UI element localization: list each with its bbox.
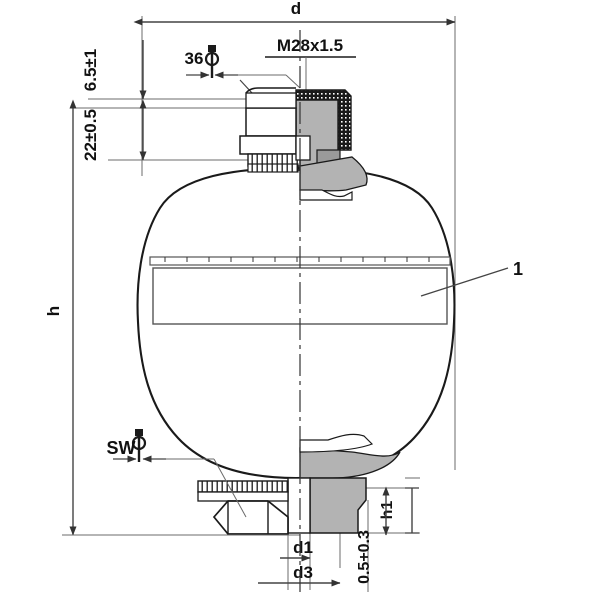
dimension-label-sw: SW bbox=[107, 438, 136, 458]
dimension-label-seat: 0.5+0.3 bbox=[356, 530, 373, 584]
dimension-label-h1: h1 bbox=[379, 501, 396, 520]
dimension-d1: d1 bbox=[280, 538, 313, 562]
dimension-label-36: 36 bbox=[185, 49, 204, 68]
label-plate-band: 1 bbox=[149, 256, 523, 325]
dimension-sw: SW bbox=[107, 429, 247, 518]
dimension-d3: d3 bbox=[258, 563, 341, 587]
dimension-label-6-5: 6.5±1 bbox=[81, 49, 100, 91]
dimension-label-22: 22±0.5 bbox=[81, 109, 100, 161]
dimension-d: d bbox=[133, 0, 456, 26]
dimension-label-d1: d1 bbox=[293, 538, 313, 557]
dimension-label-d: d bbox=[291, 0, 301, 18]
callout-thread-m28: M28x1.5 bbox=[265, 36, 356, 108]
bottom-port-assembly bbox=[62, 433, 401, 536]
gas-valve-assembly bbox=[239, 87, 352, 171]
upper-weld-shading bbox=[247, 156, 368, 201]
dimension-22: 22±0.5 bbox=[81, 99, 147, 161]
dimension-label-h: h bbox=[44, 306, 63, 316]
dimension-h: h bbox=[44, 99, 77, 536]
dimension-label-d3: d3 bbox=[293, 563, 313, 582]
dimension-seat-height: 0.5+0.3 bbox=[356, 486, 390, 584]
dimension-36: 36 bbox=[185, 45, 301, 89]
part-callout-1: 1 bbox=[513, 259, 523, 279]
dimension-6-5: 6.5±1 bbox=[81, 40, 147, 100]
dimension-label-m28: M28x1.5 bbox=[277, 36, 343, 55]
dimension-h1: h1 bbox=[379, 487, 419, 534]
